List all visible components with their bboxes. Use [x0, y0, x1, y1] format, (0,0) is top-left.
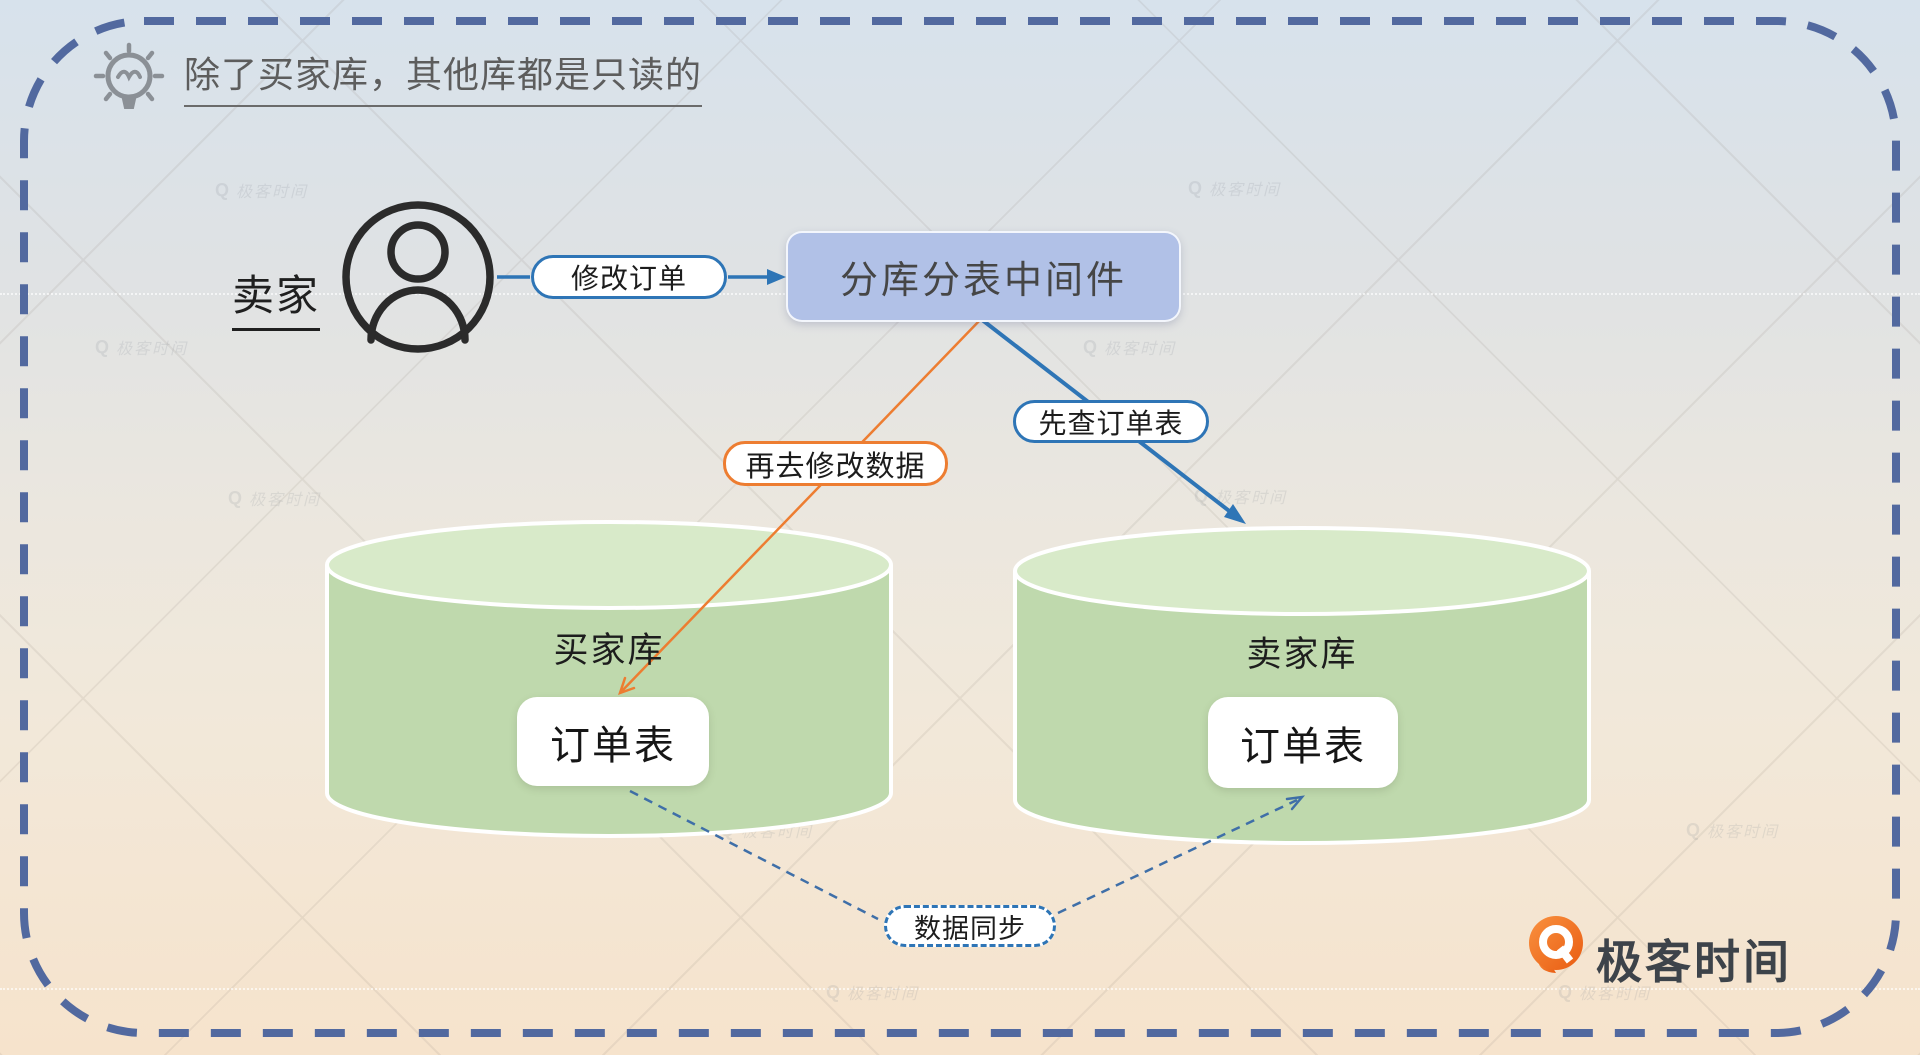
buyer-order-table-box: 订单表 [517, 697, 709, 786]
tip-note: 除了买家库，其他库都是只读的 [184, 46, 703, 107]
flow-data-sync-line [629, 789, 1306, 921]
geektime-logo-text: 极客时间 [1596, 936, 1792, 988]
first-query-pill: 先查订单表 [1013, 400, 1209, 443]
actor-label: 卖家 [232, 262, 321, 331]
lightbulb-icon [93, 42, 165, 109]
flow-then-modify-arrow [618, 318, 982, 696]
modify-order-pill: 修改订单 [531, 255, 727, 299]
seller-order-table-box: 订单表 [1208, 697, 1398, 788]
data-sync-pill: 数据同步 [884, 905, 1056, 947]
seller-db-label: 卖家库 [1246, 635, 1358, 674]
person-icon [342, 201, 494, 353]
seller-db-cylinder [1013, 526, 1591, 845]
middleware-box: 分库分表中间件 [786, 231, 1181, 322]
buyer-db-label: 买家库 [553, 631, 665, 670]
then-modify-pill: 再去修改数据 [723, 441, 948, 486]
geektime-logo-icon [1529, 916, 1583, 973]
flow-modify-order-arrow [497, 269, 786, 285]
